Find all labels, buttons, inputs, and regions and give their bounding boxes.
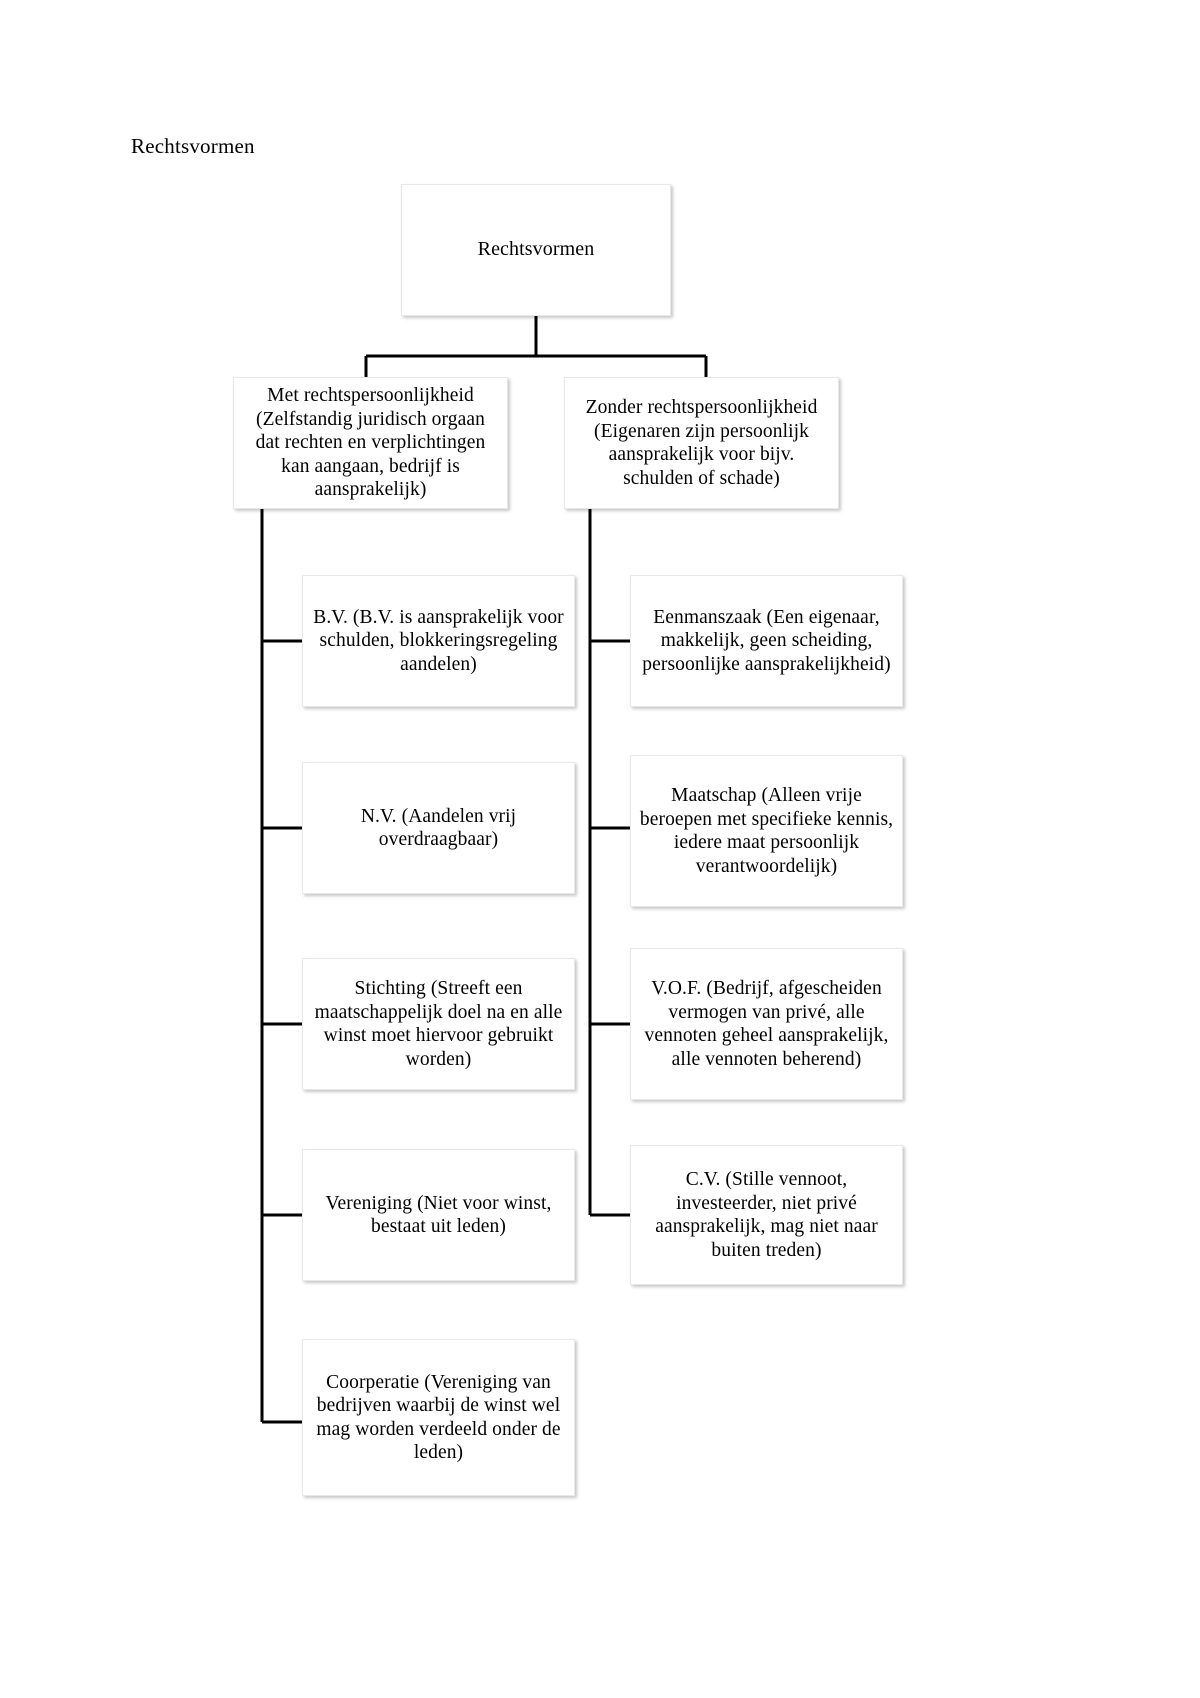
node-coorperatie-label: Coorperatie (Vereniging van bedrijven wa… bbox=[316, 1371, 561, 1464]
node-maatschap[interactable]: Maatschap (Alleen vrije beroepen met spe… bbox=[630, 755, 903, 907]
node-stichting-label: Stichting (Streeft een maatschappelijk d… bbox=[314, 978, 563, 1070]
node-bv[interactable]: B.V. (B.V. is aansprakelijk voor schulde… bbox=[302, 575, 575, 707]
node-met-rechtspersoonlijkheid-label: Met rechtspersoonlijkheid (Zelfstandig j… bbox=[255, 385, 486, 501]
node-zonder-rechtspersoonlijkheid-label: Zonder rechtspersoonlijkheid (Eigenaren … bbox=[585, 397, 818, 489]
node-vereniging-label: Vereniging (Niet voor winst, bestaat uit… bbox=[325, 1192, 552, 1238]
node-nv-label: N.V. (Aandelen vrij overdraagbaar) bbox=[360, 805, 517, 851]
node-met-rechtspersoonlijkheid[interactable]: Met rechtspersoonlijkheid (Zelfstandig j… bbox=[233, 377, 508, 509]
node-cv-label: C.V. (Stille vennoot, investeerder, niet… bbox=[655, 1169, 878, 1261]
node-cv[interactable]: C.V. (Stille vennoot, investeerder, niet… bbox=[630, 1145, 903, 1285]
node-root-label: Rechtsvormen bbox=[477, 238, 595, 261]
page-title: Rechtsvormen bbox=[131, 134, 255, 158]
node-eenmanszaak-label: Eenmanszaak (Een eigenaar, makkelijk, ge… bbox=[642, 606, 891, 675]
node-eenmanszaak[interactable]: Eenmanszaak (Een eigenaar, makkelijk, ge… bbox=[630, 575, 903, 707]
node-vereniging[interactable]: Vereniging (Niet voor winst, bestaat uit… bbox=[302, 1149, 575, 1281]
node-maatschap-label: Maatschap (Alleen vrije beroepen met spe… bbox=[639, 785, 894, 877]
node-bv-label: B.V. (B.V. is aansprakelijk voor schulde… bbox=[313, 606, 564, 675]
node-root[interactable]: Rechtsvormen bbox=[401, 184, 671, 316]
node-stichting[interactable]: Stichting (Streeft een maatschappelijk d… bbox=[302, 958, 575, 1090]
node-nv[interactable]: N.V. (Aandelen vrij overdraagbaar) bbox=[302, 762, 575, 894]
node-zonder-rechtspersoonlijkheid[interactable]: Zonder rechtspersoonlijkheid (Eigenaren … bbox=[564, 377, 839, 509]
node-coorperatie[interactable]: Coorperatie (Vereniging van bedrijven wa… bbox=[302, 1339, 575, 1496]
node-vof-label: V.O.F. (Bedrijf, afgescheiden vermogen v… bbox=[644, 978, 889, 1070]
node-vof[interactable]: V.O.F. (Bedrijf, afgescheiden vermogen v… bbox=[630, 948, 903, 1100]
